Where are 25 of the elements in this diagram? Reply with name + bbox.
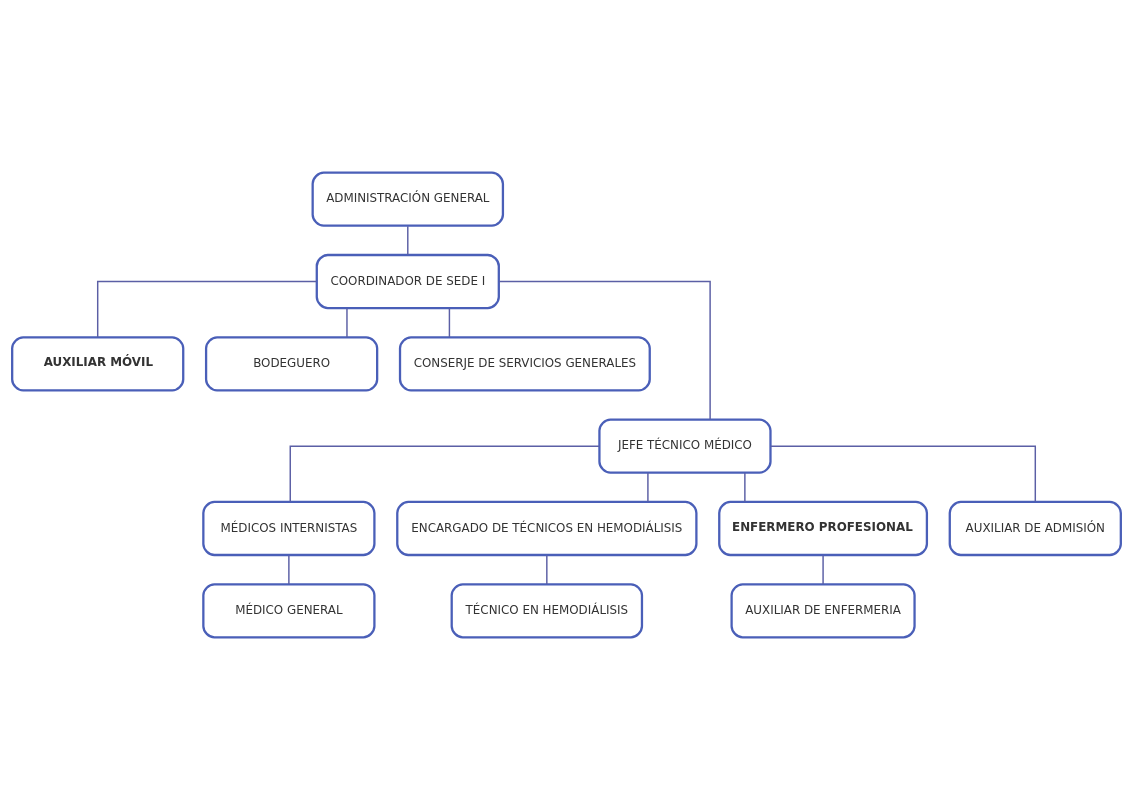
- node-box: ENFERMERO PROFESIONAL: [718, 500, 929, 557]
- node-box: COORDINADOR DE SEDE I: [315, 253, 500, 310]
- connector: [346, 307, 348, 338]
- connector: [407, 225, 409, 256]
- connector: [769, 445, 1037, 503]
- connector: [498, 280, 711, 421]
- connector: [289, 445, 601, 503]
- node-box: ADMINISTRACIÓN GENERAL: [311, 171, 505, 227]
- connector: [822, 554, 824, 585]
- node-box: TÉCNICO EN HEMODIÁLISIS: [450, 583, 644, 639]
- node-box: BODEGUERO: [204, 336, 379, 392]
- connector: [546, 554, 548, 585]
- node-box: AUXILIAR MÓVIL: [11, 336, 185, 392]
- connector: [448, 307, 451, 338]
- node-box: AUXILIAR DE ADMISIÓN: [948, 500, 1122, 557]
- node-box: MÉDICOS INTERNISTAS: [202, 500, 376, 557]
- connector: [288, 554, 290, 585]
- connector: [647, 472, 649, 503]
- connector: [744, 472, 746, 503]
- node-box: MÉDICO GENERAL: [202, 583, 376, 639]
- node-box: ENCARGADO DE TÉCNICOS EN HEMODIÁLISIS: [396, 500, 698, 557]
- node-box: AUXILIAR DE ENFERMERIA: [730, 583, 916, 639]
- node-box: CONSERJE DE SERVICIOS GENERALES: [398, 336, 651, 392]
- connector: [96, 280, 318, 338]
- node-box: JEFE TÉCNICO MÉDICO: [598, 418, 772, 474]
